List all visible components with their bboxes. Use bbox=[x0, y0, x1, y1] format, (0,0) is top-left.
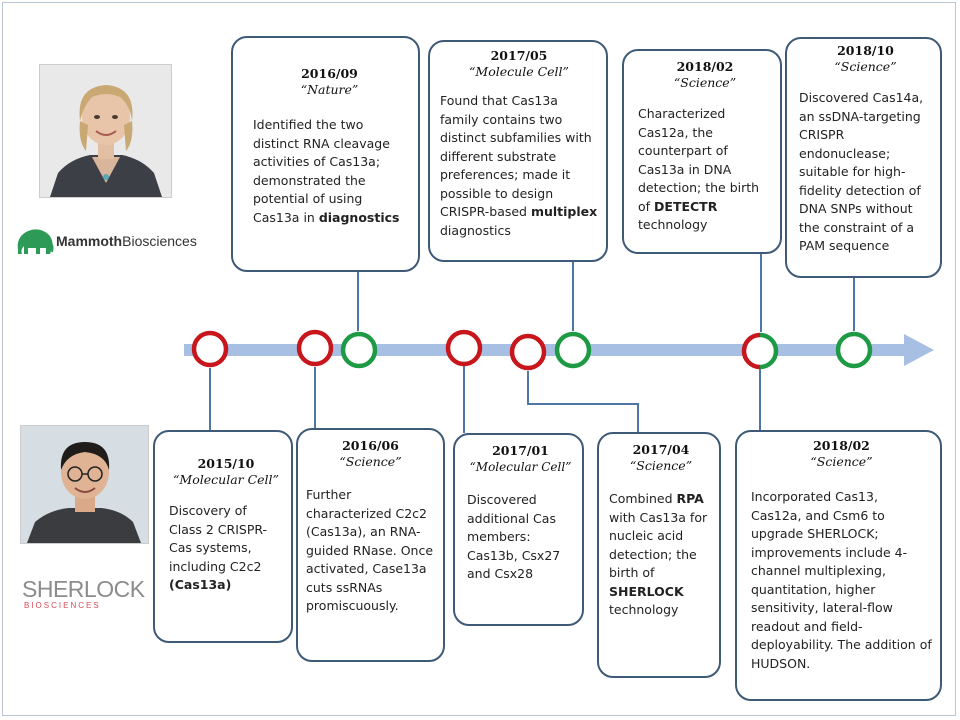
mammoth-icon bbox=[17, 229, 54, 254]
portrait-photo-top bbox=[39, 64, 172, 198]
node-green-2016-09 bbox=[340, 331, 378, 369]
portrait-woman-image bbox=[40, 65, 171, 197]
mammoth-logo-bold: Mammoth bbox=[56, 233, 123, 249]
event-description: Discovered additional Cas members: Cas13… bbox=[467, 492, 561, 581]
event-date: 2018/02 bbox=[813, 438, 870, 453]
event-box-2018-10: 2018/10 “Science” Discovered Cas14a, an … bbox=[785, 37, 942, 278]
event-description: Characterized Cas12a, the counterpart of… bbox=[638, 106, 760, 232]
node-red-2015-10 bbox=[191, 330, 229, 368]
event-date: 2016/06 bbox=[342, 438, 399, 453]
event-box-2018-02-bottom: 2018/02 “Science” Incorporated Cas13, Ca… bbox=[735, 430, 942, 701]
event-journal: “Science” bbox=[834, 59, 897, 74]
emphasis-text: (Cas13a) bbox=[169, 577, 232, 592]
event-date: 2018/02 bbox=[676, 59, 734, 74]
portrait-man-image bbox=[21, 426, 148, 543]
event-description: Incorporated Cas13, Cas12a, and Csm6 to … bbox=[751, 489, 932, 671]
node-red-2016-06 bbox=[296, 329, 334, 367]
emphasis-text: DETECTR bbox=[654, 198, 718, 214]
node-green-2017-05 bbox=[554, 331, 592, 369]
emphasis-text: diagnostics bbox=[318, 209, 400, 225]
connector-2017-04 bbox=[527, 371, 639, 432]
node-red-2017-01 bbox=[445, 329, 483, 367]
sherlock-logo-main: SHERLOCK bbox=[22, 576, 145, 602]
event-date: 2017/04 bbox=[632, 442, 690, 457]
portrait-photo-bottom bbox=[20, 425, 149, 544]
node-half-2018-02 bbox=[741, 332, 779, 370]
emphasis-text: multiplex bbox=[530, 204, 598, 219]
event-box-2017-01: 2017/01 “Molecular Cell” Discovered addi… bbox=[453, 433, 584, 626]
event-description: Combined RPA with Cas13a for nucleic aci… bbox=[609, 491, 708, 617]
sherlock-biosciences-logo: SHERLOCK BIOSCIENCES bbox=[22, 577, 145, 611]
event-box-2017-04: 2017/04 “Science” Combined RPA with Cas1… bbox=[597, 432, 721, 678]
event-box-2016-06: 2016/06 “Science” Further characterized … bbox=[296, 428, 445, 662]
mammoth-logo-light: Biosciences bbox=[122, 233, 197, 249]
emphasis-text: RPA bbox=[676, 491, 704, 506]
event-date: 2018/10 bbox=[837, 43, 894, 58]
emphasis-text: SHERLOCK bbox=[609, 583, 684, 599]
event-description: Identified the two distinct RNA cleavage… bbox=[253, 117, 400, 225]
event-description: Discovered Cas14a, an ssDNA-targeting CR… bbox=[799, 90, 924, 253]
node-green-2018-10 bbox=[835, 331, 873, 369]
event-box-2017-05: 2017/05 “Molecule Cell” Found that Cas13… bbox=[428, 40, 608, 262]
event-box-2018-02-top: 2018/02 “Science” Characterized Cas12a, … bbox=[622, 49, 782, 254]
event-date: 2016/09 bbox=[301, 66, 358, 81]
event-description: Further characterized C2c2 (Cas13a), an … bbox=[306, 487, 434, 613]
event-description: Found that Cas13a family contains two di… bbox=[440, 93, 598, 238]
event-date: 2017/05 bbox=[490, 48, 548, 63]
event-journal: “Science” bbox=[673, 75, 737, 90]
sherlock-logo-sub: BIOSCIENCES bbox=[24, 601, 101, 610]
event-journal: “Science” bbox=[339, 454, 402, 469]
event-journal: “Molecular Cell” bbox=[469, 460, 572, 474]
event-journal: “Science” bbox=[810, 454, 873, 469]
event-box-2016-09: 2016/09 “Nature” Identified the two dist… bbox=[231, 36, 420, 272]
mammoth-biosciences-logo: MammothBiosciences bbox=[14, 226, 197, 256]
event-box-2015-10: 2015/10 “Molecular Cell” Discovery of Cl… bbox=[153, 430, 293, 643]
event-date: 2015/10 bbox=[197, 456, 255, 471]
node-red-2017-04 bbox=[509, 333, 547, 371]
event-date: 2017/01 bbox=[492, 443, 549, 458]
event-journal: “Molecule Cell” bbox=[469, 64, 569, 79]
event-journal: “Science” bbox=[629, 458, 693, 473]
event-description: Discovery of Class 2 CRISPR-Cas systems,… bbox=[169, 503, 268, 592]
event-journal: “Nature” bbox=[300, 82, 359, 97]
event-journal: “Molecular Cell” bbox=[173, 472, 279, 487]
